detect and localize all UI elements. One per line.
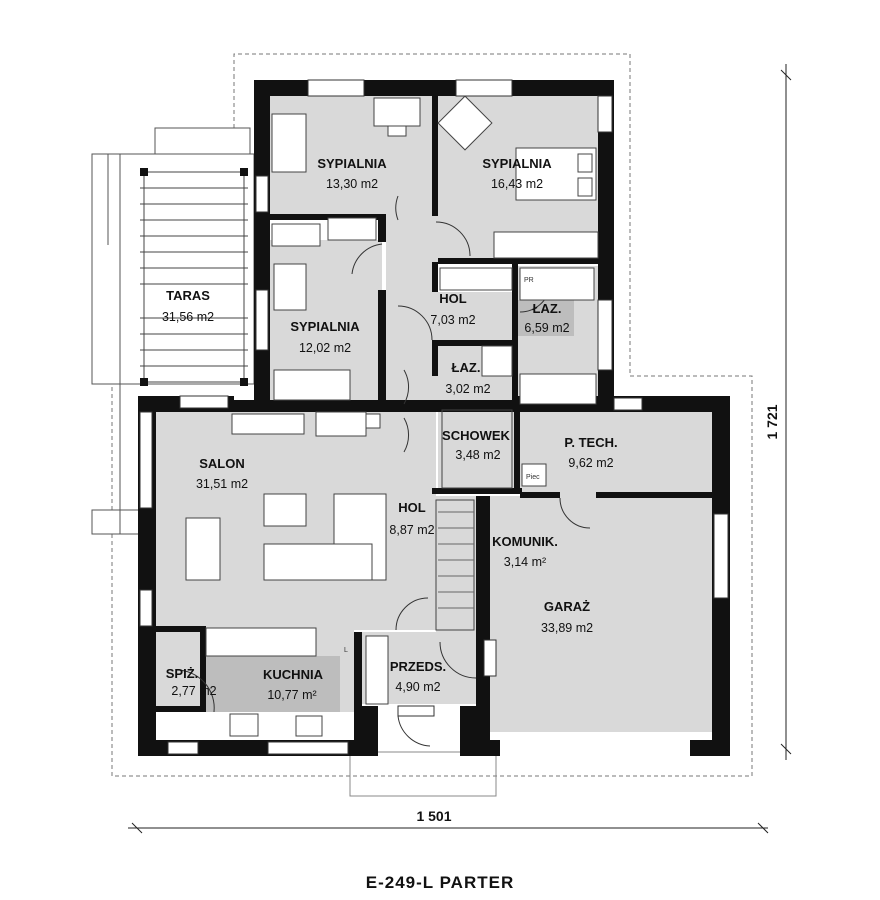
furniture — [185, 95, 599, 737]
height-dimension: 1 721 — [764, 404, 780, 439]
room-area-sypialnia-2: 16,43 m2 — [491, 177, 543, 191]
room-area-komunik: 3,14 m² — [504, 555, 546, 569]
room-name-laz-1: ŁAZ. — [533, 301, 562, 316]
room-area-garaz: 33,89 m2 — [541, 621, 593, 635]
room-area-taras: 31,56 m2 — [162, 310, 214, 324]
room-name-hol-2: HOL — [398, 500, 426, 515]
room-name-sypialnia-3: SYPIALNIA — [290, 319, 360, 334]
pr-label: PR — [524, 277, 534, 284]
l-label: L — [344, 647, 348, 654]
windows — [139, 79, 729, 755]
room-name-taras: TARAS — [166, 288, 210, 303]
room-name-sypialnia-2: SYPIALNIA — [482, 156, 552, 171]
room-area-sypialnia-1: 13,30 m2 — [326, 177, 378, 191]
dimension-lines — [128, 64, 792, 834]
stairs — [438, 511, 474, 609]
room-area-ptech: 9,62 m2 — [568, 456, 613, 470]
room-name-komunik: KOMUNIK. — [492, 534, 558, 549]
room-labels: SYPIALNIA 13,30 m2 SYPIALNIA 16,43 m2 SY… — [162, 156, 618, 702]
room-name-salon: SALON — [199, 456, 245, 471]
room-name-przeds: PRZEDS. — [390, 659, 446, 674]
room-area-hol-2: 8,87 m2 — [389, 523, 434, 537]
width-dimension: 1 501 — [416, 808, 451, 824]
plan-title: E-249-L PARTER — [366, 873, 514, 892]
roof-outline — [111, 53, 753, 797]
room-area-hol-1: 7,03 m2 — [430, 313, 475, 327]
room-name-schowek: SCHOWEK — [442, 428, 511, 443]
room-name-garaz: GARAŻ — [544, 599, 590, 614]
room-area-schowek: 3,48 m2 — [455, 448, 500, 462]
room-area-sypialnia-3: 12,02 m2 — [299, 341, 351, 355]
room-name-spiz: SPIŻ. — [166, 666, 199, 681]
room-name-kuchnia: KUCHNIA — [263, 667, 324, 682]
room-area-laz-2: 3,02 m2 — [445, 382, 490, 396]
room-name-ptech: P. TECH. — [564, 435, 617, 450]
room-name-hol-1: HOL — [439, 291, 467, 306]
bath-floor — [516, 300, 574, 336]
piec-label: Piec — [526, 474, 540, 481]
room-name-sypialnia-1: SYPIALNIA — [317, 156, 387, 171]
kitchen-floor — [206, 656, 340, 712]
room-area-kuchnia: 10,77 m² — [267, 688, 316, 702]
room-area-laz-1: 6,59 m2 — [524, 321, 569, 335]
room-area-spiz: 2,77 m2 — [171, 684, 216, 698]
room-area-przeds: 4,90 m2 — [395, 680, 440, 694]
room-name-laz-2: ŁAZ. — [452, 360, 481, 375]
room-area-salon: 31,51 m2 — [196, 477, 248, 491]
